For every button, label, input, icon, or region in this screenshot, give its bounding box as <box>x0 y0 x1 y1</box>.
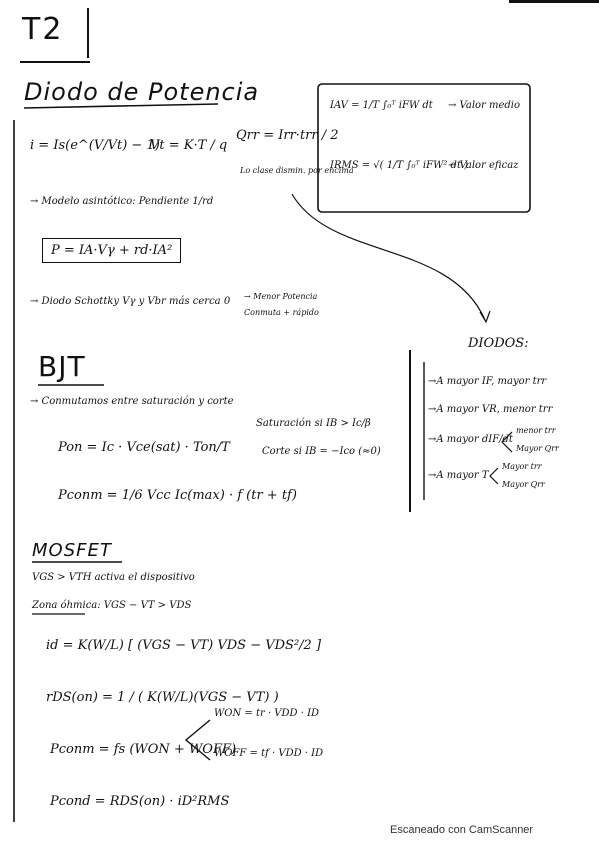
bjt-pconm-equation: Pconm = 1/6 Vcc Ic(max) · f (tr + tf) <box>58 488 297 503</box>
diodos-item-if: →A mayor IF, mayor trr <box>428 376 547 387</box>
mosfet-rds-equation: rDS(on) = 1 / ( K(W/L)(VGS − VT) ) <box>46 690 279 705</box>
diodo-schottky: → Diodo Schottky Vγ y Vbr más cerca 0 <box>30 296 231 307</box>
iav-label: → Valor medio <box>448 100 521 111</box>
mosfet-pconm-equation: Pconm = fs (WON + WOFF) <box>50 742 237 757</box>
bjt-saturacion: Saturación si IB > Ic/β <box>256 418 371 429</box>
diodos-dif-sub-2: Mayor Qrr <box>516 444 559 453</box>
diodo-power-box: P = IA·Vγ + rd·IA² <box>42 238 182 263</box>
mosfet-id-equation: id = K(W/L) [ (VGS − VT) VDS − VDS²/2 ] <box>46 638 322 653</box>
mosfet-pcond-equation: Pcond = RDS(on) · iD²RMS <box>50 794 230 809</box>
page-title: T2 <box>22 12 64 47</box>
scan-edge-mark <box>509 0 599 3</box>
irms-label: → Valor eficaz <box>448 160 519 171</box>
diodos-item-t: →A mayor T <box>428 470 489 481</box>
diodo-schottky-result-1: → Menor Potencia <box>244 292 318 301</box>
diodos-dif-sub-1: menor trr <box>516 426 556 435</box>
iav-formula: IAV = 1/T ∫₀ᵀ iFW dt <box>330 100 433 111</box>
diodos-t-sub-2: Mayor Qrr <box>502 480 545 489</box>
mosfet-won-equation: WON = tr · VDD · ID <box>214 708 320 719</box>
bjt-corte: Corte si IB = −Ico (≈0) <box>262 446 381 457</box>
bjt-heading: BJT <box>38 350 86 383</box>
mosfet-zona-ohmica: Zona óhmica: VGS − VT > VDS <box>32 600 192 611</box>
bjt-pon-equation: Pon = Ic · Vce(sat) · Ton/T <box>58 440 230 455</box>
diodo-schottky-result-2: Conmuta + rápido <box>244 308 319 317</box>
diodo-vt-equation: Vt = K·T / q <box>150 138 228 153</box>
mosfet-heading: MOSFET <box>32 540 112 561</box>
diodo-heading: Diodo de Potencia <box>24 78 260 106</box>
diodo-qrr-equation: Qrr = Irr·trr / 2 <box>236 128 339 143</box>
diodos-item-vr: →A mayor VR, menor trr <box>428 404 553 415</box>
bjt-conmutamos: → Conmutamos entre saturación y corte <box>30 396 234 407</box>
diodo-current-equation: i = Is(e^(V/Vt) − 1) <box>30 138 160 153</box>
irms-formula: IRMS = √( 1/T ∫₀ᵀ iFW² dt ) <box>330 160 469 171</box>
scanner-footer: Escaneado con CamScanner <box>390 824 534 836</box>
diodo-qrr-note: Lo clase dismin. por encima <box>240 166 354 175</box>
diodos-t-sub-1: Mayor trr <box>502 462 542 471</box>
diodos-summary-title: DIODOS: <box>468 336 529 351</box>
diodo-modelo: → Modelo asintótico: Pendiente 1/rd <box>30 196 214 207</box>
mosfet-woff-equation: WOFF = tf · VDD · ID <box>214 748 324 759</box>
mosfet-condition: VGS > VTH activa el dispositivo <box>32 572 195 583</box>
diodos-item-dif: →A mayor dIF/dt <box>428 434 513 445</box>
